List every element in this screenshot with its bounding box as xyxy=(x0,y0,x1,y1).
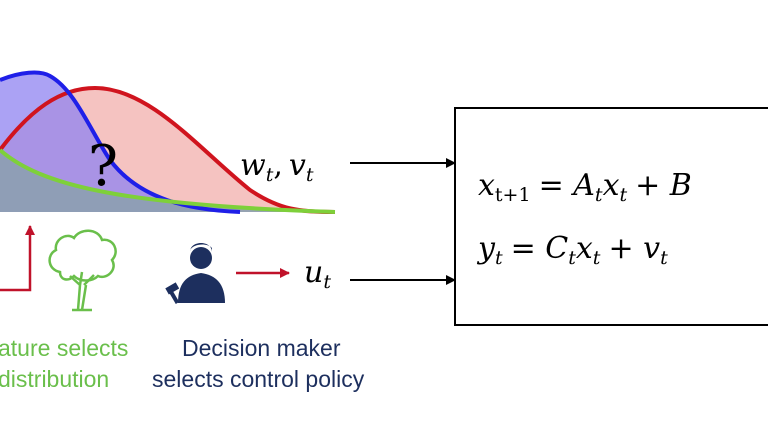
decision-caption-line2: selects control policy xyxy=(152,366,365,392)
state-equation: xt+1= Atxt+ B xyxy=(478,168,692,206)
decision-caption-line1: Decision maker xyxy=(182,335,341,361)
decision-maker-icon xyxy=(165,243,225,305)
question-mark: ? xyxy=(88,134,118,199)
red-distribution-curve xyxy=(0,85,336,214)
system-box xyxy=(454,107,768,326)
noise-label: wt,vt xyxy=(240,148,314,186)
green-distribution-fill xyxy=(0,150,335,212)
nature-arrow xyxy=(0,225,35,292)
nature-caption-line2: distribution xyxy=(0,366,110,392)
control-label: ut xyxy=(304,255,331,293)
green-distribution-curve xyxy=(0,148,336,214)
tree-icon xyxy=(48,229,117,312)
nature-caption-line1: ature selects xyxy=(0,335,129,361)
blue-distribution-fill xyxy=(0,72,240,212)
output-equation: yt= Ctxt+ vt xyxy=(476,231,668,269)
